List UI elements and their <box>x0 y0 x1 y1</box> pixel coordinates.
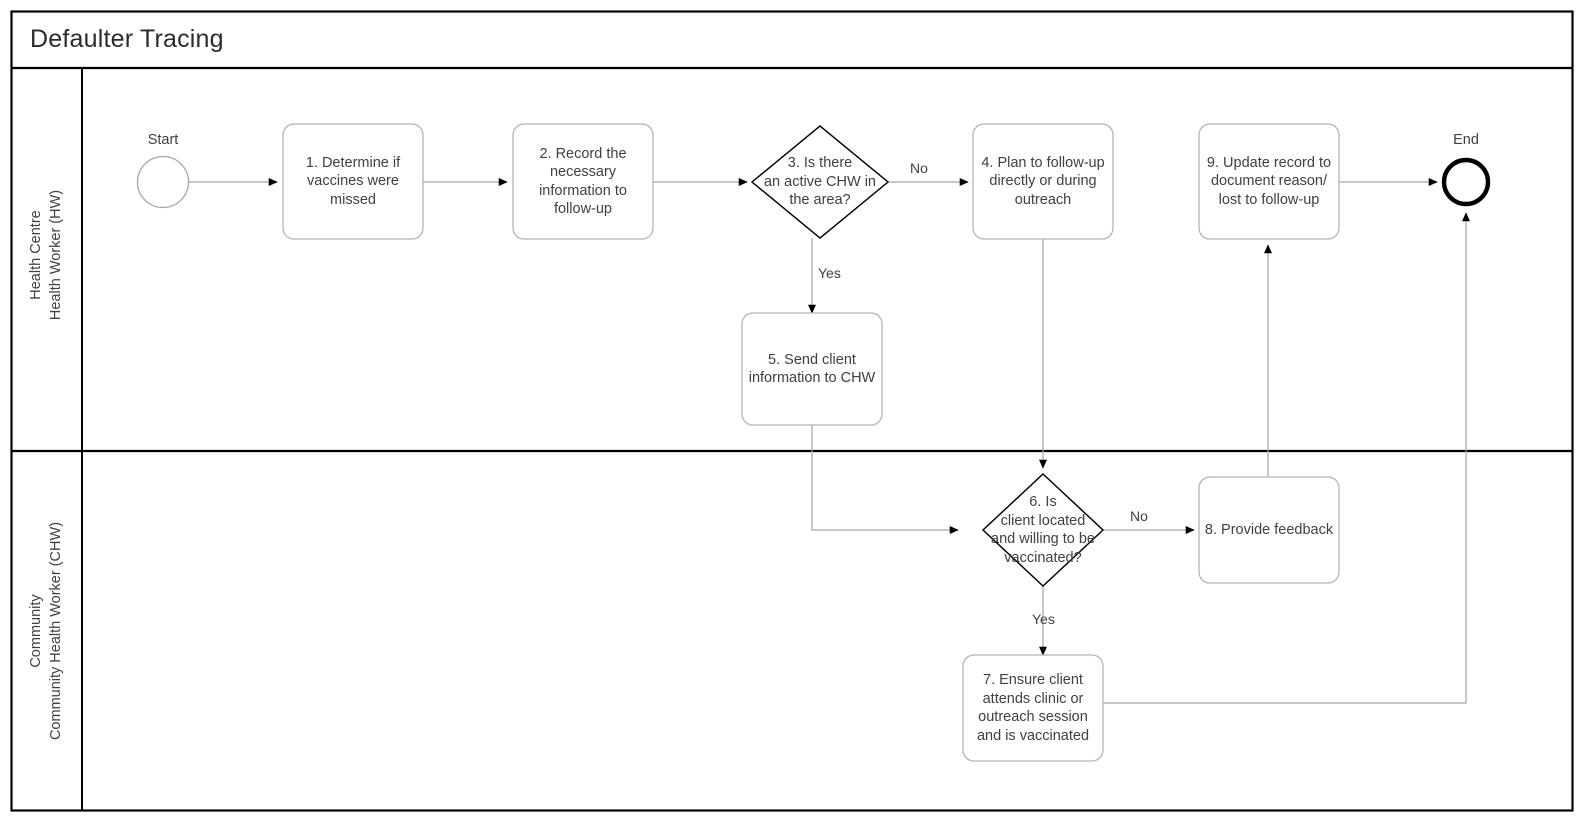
task-8-shape <box>1198 476 1340 584</box>
task-5-shape <box>741 312 883 426</box>
end-event[interactable] <box>1441 157 1491 207</box>
task-9-shape <box>1198 123 1340 240</box>
lane-label-health-centre: Health Centre Health Worker (HW) <box>28 189 64 321</box>
task-4-shape <box>972 123 1114 240</box>
task-shapes <box>282 123 1340 762</box>
pool-title: Defaulter Tracing <box>30 25 224 53</box>
gateway-6-shape <box>981 473 1105 587</box>
lane-label-community: Community Community Health Worker (CHW) <box>28 521 64 741</box>
task-1-shape <box>282 123 424 240</box>
flow-task7-to-end <box>1102 212 1470 704</box>
task-2-shape <box>512 123 654 240</box>
flow-task5-to-gateway6 <box>811 425 959 534</box>
task-7-shape <box>962 654 1104 762</box>
sequence-flows <box>189 178 1470 704</box>
gateway-shapes <box>750 125 1105 587</box>
gateway-3-shape <box>750 125 890 239</box>
start-event[interactable] <box>136 155 190 209</box>
